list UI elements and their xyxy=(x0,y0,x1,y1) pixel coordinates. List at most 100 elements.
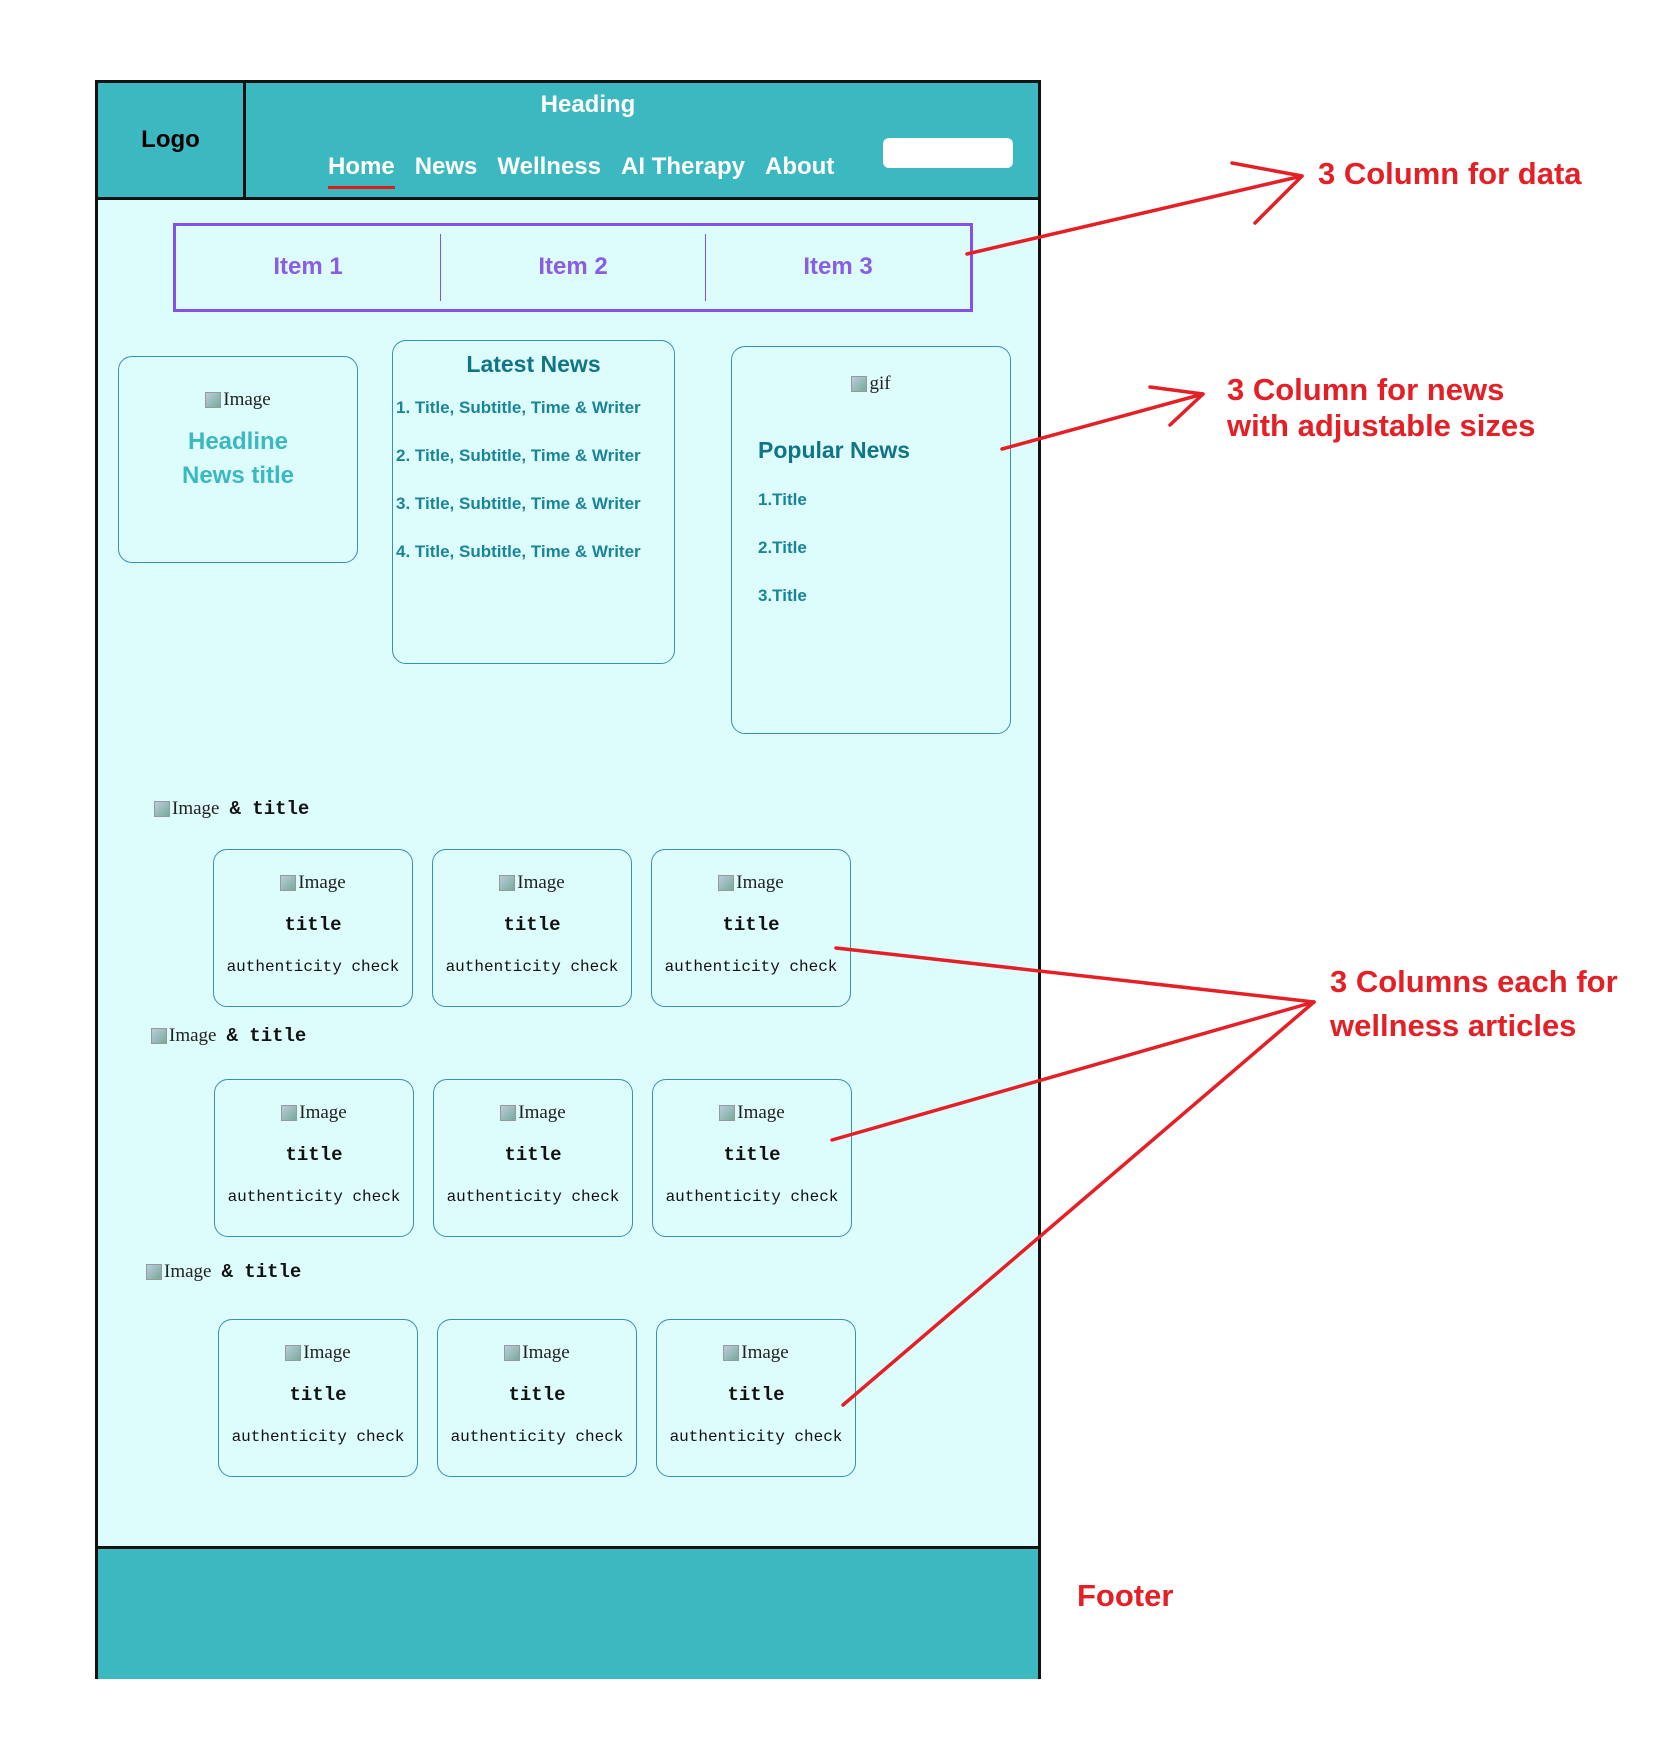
annotation-arrowhead-data xyxy=(1230,161,1304,225)
authenticity-check: authenticity check xyxy=(450,1428,624,1446)
annotation-arrowhead-news xyxy=(1148,385,1205,427)
article-image: Image xyxy=(499,872,565,894)
wellness-section-header: Image & title xyxy=(151,1025,306,1047)
popular-news-title: Popular News xyxy=(758,437,911,463)
authenticity-check: authenticity check xyxy=(445,958,619,976)
article-title: title xyxy=(723,1144,781,1166)
annotation-news-line1: 3 Column for news xyxy=(1227,372,1505,407)
data-item-1[interactable]: Item 1 xyxy=(176,234,441,301)
article-title: title xyxy=(508,1384,566,1406)
article-title: title xyxy=(504,1144,562,1166)
article-image: Image xyxy=(500,1102,566,1124)
popular-news-item[interactable]: 2.Title xyxy=(758,538,807,557)
section-image: Image xyxy=(146,1261,211,1283)
wellness-article-card[interactable]: Image title authenticity check xyxy=(651,849,851,1007)
wellness-article-card[interactable]: Image title authenticity check xyxy=(652,1079,852,1237)
article-image: Image xyxy=(281,1102,347,1124)
headline-news-card[interactable]: Image Headline News title xyxy=(118,356,358,563)
wellness-article-card[interactable]: Image title authenticity check xyxy=(218,1319,418,1477)
annotation-news-line2: with adjustable sizes xyxy=(1227,408,1536,443)
latest-news-item[interactable]: 1. Title, Subtitle, Time & Writer xyxy=(396,398,641,417)
broken-image-icon xyxy=(205,392,222,408)
headline-image-alt: Image xyxy=(223,389,271,410)
nav-ai-therapy[interactable]: AI Therapy xyxy=(621,153,746,180)
authenticity-check: authenticity check xyxy=(231,1428,405,1446)
authenticity-check: authenticity check xyxy=(227,1188,401,1206)
broken-image-icon xyxy=(281,1105,298,1121)
broken-image-icon xyxy=(499,875,516,891)
main-nav: Home News Wellness AI Therapy About xyxy=(328,153,835,189)
wellness-article-card[interactable]: Image title authenticity check xyxy=(213,849,413,1007)
article-image-alt: Image xyxy=(303,1342,351,1363)
wellness-article-card[interactable]: Image title authenticity check xyxy=(656,1319,856,1477)
article-image-alt: Image xyxy=(298,872,346,893)
popular-news-item[interactable]: 1.Title xyxy=(758,490,807,509)
article-image: Image xyxy=(719,1102,785,1124)
annotation-wellness-line1: 3 Columns each for xyxy=(1330,964,1618,999)
popular-news-list: 1.Title 2.Title 3.Title xyxy=(758,490,1010,634)
authenticity-check: authenticity check xyxy=(446,1188,620,1206)
latest-news-item[interactable]: 2. Title, Subtitle, Time & Writer xyxy=(396,446,641,465)
nav-wellness[interactable]: Wellness xyxy=(497,153,601,180)
article-image: Image xyxy=(504,1342,570,1364)
article-image: Image xyxy=(280,872,346,894)
article-title: title xyxy=(289,1384,347,1406)
data-item-2[interactable]: Item 2 xyxy=(441,234,706,301)
article-title: title xyxy=(284,914,342,936)
broken-image-icon xyxy=(280,875,297,891)
headline-image: Image xyxy=(205,389,271,411)
section-image-alt: Image xyxy=(172,798,220,819)
broken-image-icon xyxy=(504,1345,521,1361)
article-title: title xyxy=(503,914,561,936)
annotation-footer: Footer xyxy=(1077,1578,1174,1613)
broken-image-icon xyxy=(154,801,170,817)
broken-image-icon xyxy=(500,1105,517,1121)
latest-news-item[interactable]: 3. Title, Subtitle, Time & Writer xyxy=(396,494,641,513)
wellness-article-card[interactable]: Image title authenticity check xyxy=(214,1079,414,1237)
page-frame: Logo Heading Home News Wellness AI Thera… xyxy=(95,80,1041,1679)
latest-news-list: 1. Title, Subtitle, Time & Writer 2. Tit… xyxy=(393,398,674,590)
site-header: Logo Heading Home News Wellness AI Thera… xyxy=(98,83,1038,200)
section-image: Image xyxy=(154,798,219,820)
article-title: title xyxy=(722,914,780,936)
search-input[interactable] xyxy=(883,138,1013,168)
data-bar: Item 1 Item 2 Item 3 xyxy=(173,223,973,312)
wellness-section-header: Image & title xyxy=(154,798,309,820)
section-image-alt: Image xyxy=(164,1261,212,1282)
popular-news-item[interactable]: 3.Title xyxy=(758,586,807,605)
authenticity-check: authenticity check xyxy=(669,1428,843,1446)
authenticity-check: authenticity check xyxy=(664,958,838,976)
latest-news-card: Latest News 1. Title, Subtitle, Time & W… xyxy=(392,340,675,664)
article-image-alt: Image xyxy=(737,1102,785,1123)
wellness-article-card[interactable]: Image title authenticity check xyxy=(433,1079,633,1237)
authenticity-check: authenticity check xyxy=(226,958,400,976)
broken-image-icon xyxy=(146,1264,162,1280)
annotation-wellness-line2: wellness articles xyxy=(1330,1008,1577,1043)
data-item-3[interactable]: Item 3 xyxy=(803,253,873,280)
site-footer xyxy=(98,1546,1038,1679)
article-image-alt: Image xyxy=(741,1342,789,1363)
popular-gif: gif xyxy=(851,373,891,395)
annotation-news-columns: 3 Column for news with adjustable sizes xyxy=(1227,372,1535,444)
broken-image-icon xyxy=(718,875,735,891)
article-image-alt: Image xyxy=(736,872,784,893)
wellness-section-header: Image & title xyxy=(146,1261,301,1283)
wellness-article-card[interactable]: Image title authenticity check xyxy=(437,1319,637,1477)
broken-image-icon xyxy=(151,1028,167,1044)
headline-title[interactable]: Headline News title xyxy=(181,428,295,489)
wellness-article-card[interactable]: Image title authenticity check xyxy=(432,849,632,1007)
article-image: Image xyxy=(718,872,784,894)
authenticity-check: authenticity check xyxy=(665,1188,839,1206)
popular-gif-alt: gif xyxy=(869,373,891,394)
article-image-alt: Image xyxy=(299,1102,347,1123)
article-image-alt: Image xyxy=(522,1342,570,1363)
annotation-data-columns: 3 Column for data xyxy=(1318,156,1582,191)
section-title: & title xyxy=(229,798,310,820)
logo[interactable]: Logo xyxy=(98,83,246,197)
latest-news-item[interactable]: 4. Title, Subtitle, Time & Writer xyxy=(396,542,641,561)
nav-news[interactable]: News xyxy=(414,153,478,180)
nav-home[interactable]: Home xyxy=(328,153,395,189)
nav-about[interactable]: About xyxy=(765,153,835,180)
article-title: title xyxy=(285,1144,343,1166)
article-image-alt: Image xyxy=(517,872,565,893)
